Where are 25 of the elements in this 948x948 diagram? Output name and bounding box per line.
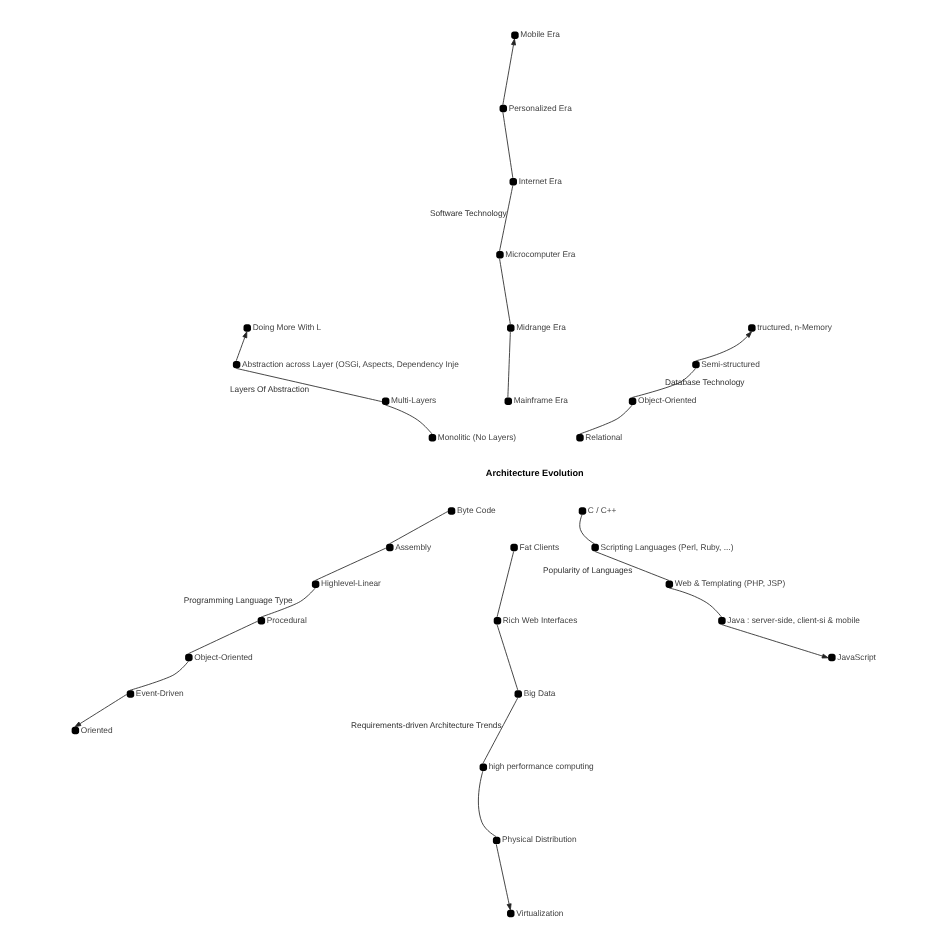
connector <box>384 404 433 435</box>
connector <box>129 660 189 691</box>
connector <box>496 624 519 691</box>
connector <box>314 547 387 581</box>
connector <box>594 550 670 581</box>
arrow <box>74 694 128 728</box>
connector <box>668 587 722 618</box>
connector <box>260 587 316 618</box>
connector <box>235 367 383 403</box>
connector <box>579 514 596 545</box>
arrow <box>502 38 516 106</box>
connector <box>579 404 633 435</box>
connector <box>499 258 511 325</box>
arrow <box>695 331 752 362</box>
arrow <box>235 331 248 362</box>
connector <box>188 620 259 655</box>
connector <box>389 511 449 545</box>
connector <box>499 184 514 252</box>
arrow <box>495 843 512 911</box>
connector <box>482 697 519 764</box>
connector <box>507 331 511 398</box>
connector <box>496 550 515 618</box>
connector <box>477 770 497 838</box>
connector <box>502 111 514 179</box>
arrow <box>721 624 829 659</box>
